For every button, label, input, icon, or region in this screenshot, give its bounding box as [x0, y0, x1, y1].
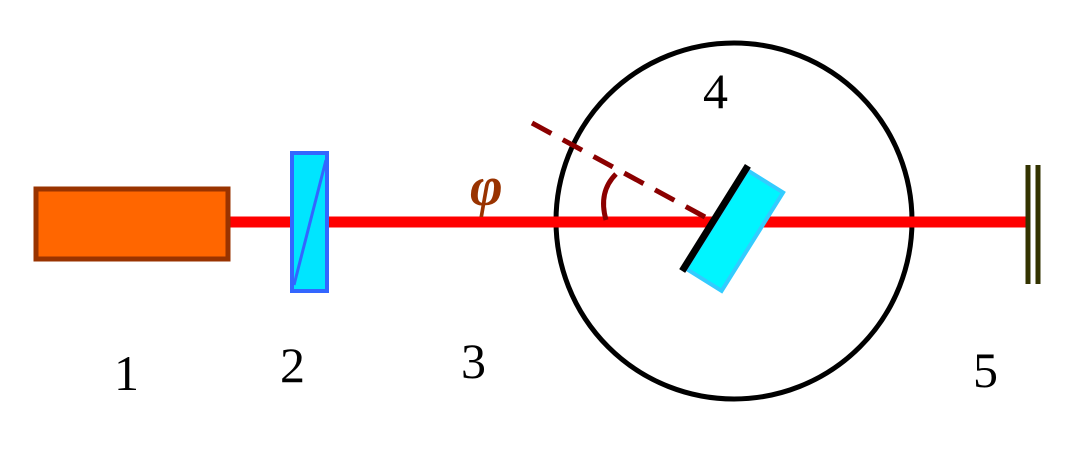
sample-reflective-face: [679, 163, 751, 273]
label-polarizer: 2: [280, 337, 305, 393]
screen: [1025, 165, 1041, 284]
angle-label: φ: [470, 156, 503, 218]
sample: [679, 163, 786, 294]
angle-arc: [601, 172, 618, 221]
label-beam: 3: [461, 333, 486, 389]
label-stage: 4: [703, 63, 728, 119]
label-screen: 5: [973, 342, 998, 398]
polarizer-diagonal: [292, 159, 328, 286]
label-laser: 1: [114, 345, 139, 401]
laser-source: [33, 186, 231, 262]
polarizer: [290, 151, 329, 293]
